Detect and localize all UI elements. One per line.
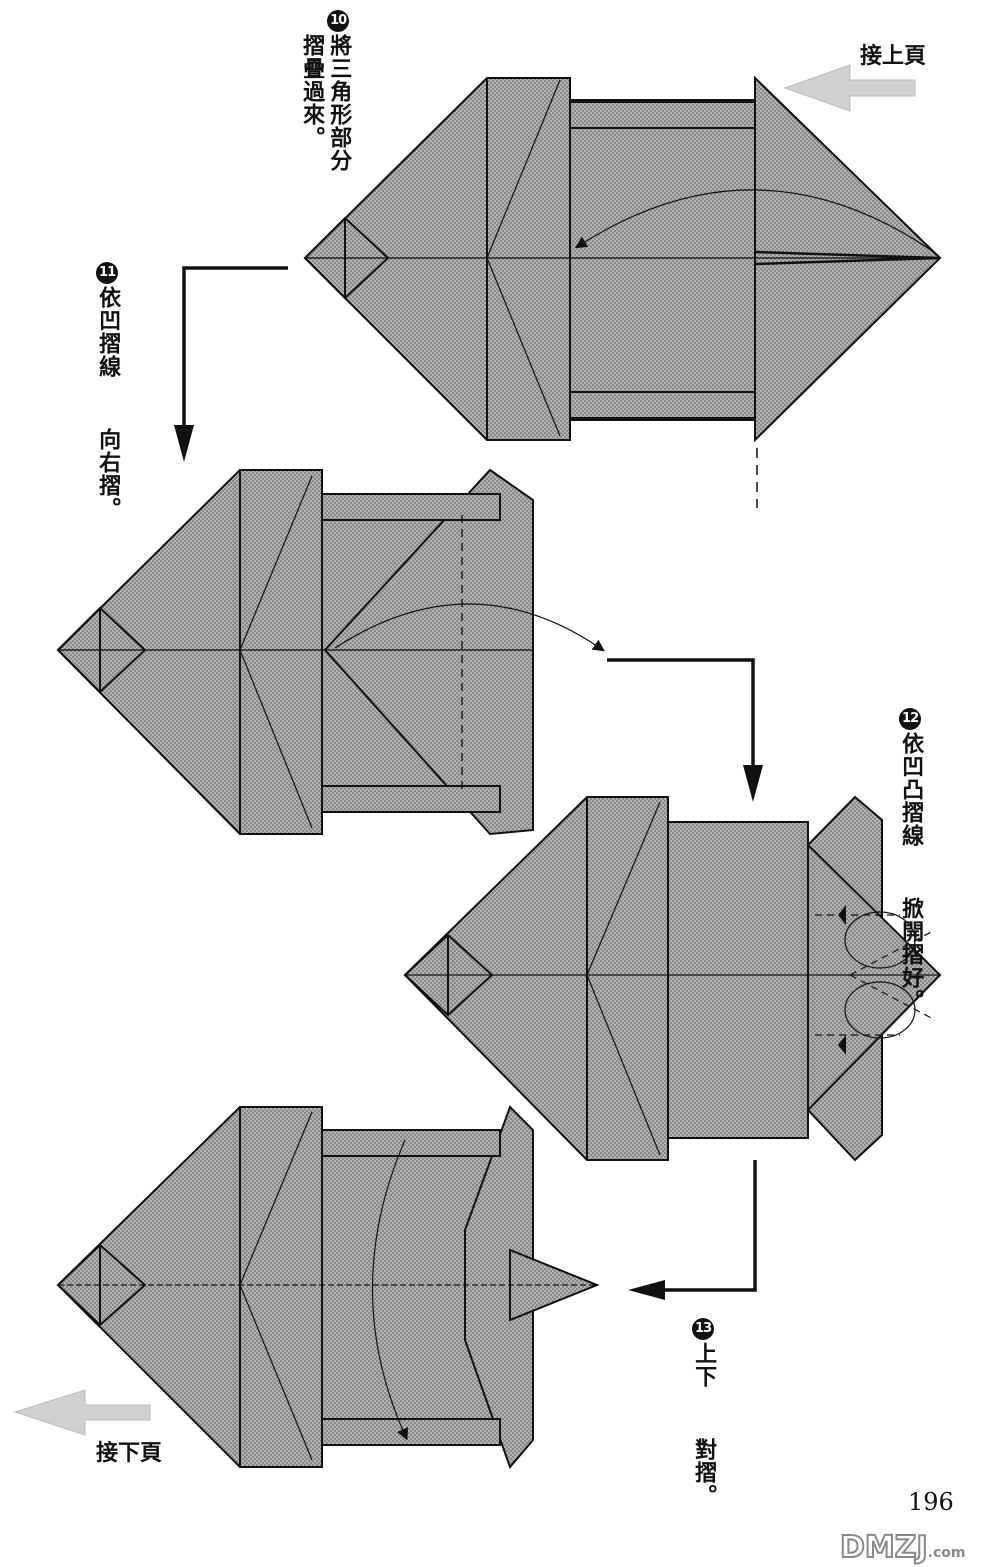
model-middle-panel bbox=[569, 99, 756, 421]
flow-arrows bbox=[174, 266, 763, 1300]
figure-step-10 bbox=[303, 75, 942, 508]
step-10-number: 10 bbox=[327, 10, 350, 32]
flow-arrow-11-to-12 bbox=[607, 658, 755, 765]
step-12-line-2: 掀開摺好。 bbox=[898, 897, 924, 1012]
figure-step-13 bbox=[56, 1105, 600, 1469]
page-arrows bbox=[13, 64, 916, 1436]
arrow-to-next-icon bbox=[13, 1389, 151, 1436]
step-10-line-1: 將三角形部分 bbox=[326, 34, 352, 172]
step-11-number: 11 bbox=[96, 262, 119, 284]
continue-from-previous-label: 接上頁 bbox=[860, 44, 927, 69]
step-11-instruction: 11依凹摺線 向右摺。 bbox=[92, 262, 121, 520]
figure-step-12 bbox=[403, 795, 942, 1162]
step-13-line-2: 對摺。 bbox=[691, 1438, 717, 1507]
step-10-instruction: 10將三角形部分 摺疊過來。 bbox=[299, 10, 352, 337]
continue-to-next-label: 接下頁 bbox=[96, 1441, 163, 1466]
model-bottom-flap bbox=[569, 391, 756, 419]
model-left-diamond bbox=[56, 469, 323, 835]
step-12-number: 12 bbox=[899, 708, 922, 730]
step-13-number: 13 bbox=[692, 1318, 715, 1340]
arrow-from-prev-icon bbox=[783, 64, 916, 112]
model-right-flap bbox=[464, 1105, 534, 1469]
model-right-triangle bbox=[754, 75, 942, 443]
model-left-diamond bbox=[403, 796, 669, 1161]
flow-arrow-12-to-13 bbox=[665, 1160, 757, 1292]
step-10-line-2: 摺疊過來。 bbox=[299, 34, 325, 149]
page-number: 196 bbox=[908, 1488, 954, 1516]
model-middle-panel bbox=[667, 821, 809, 1139]
step-11-line-2: 向右摺。 bbox=[95, 428, 121, 520]
step-12-instruction: 12依凹凸摺線 掀開摺好。 bbox=[895, 708, 924, 1012]
step-13-line-1: 上下 bbox=[691, 1342, 717, 1388]
figure-step-11 bbox=[56, 468, 605, 836]
step-13-instruction: 13上下 對摺。 bbox=[688, 1318, 717, 1507]
step-11-line-1: 依凹摺線 bbox=[95, 286, 121, 378]
step-12-line-1: 依凹凸摺線 bbox=[898, 732, 924, 847]
flow-arrow-10-to-11 bbox=[182, 266, 288, 425]
watermark-logo: DMZJ.com bbox=[839, 1529, 966, 1566]
model-top-flap bbox=[569, 101, 756, 129]
